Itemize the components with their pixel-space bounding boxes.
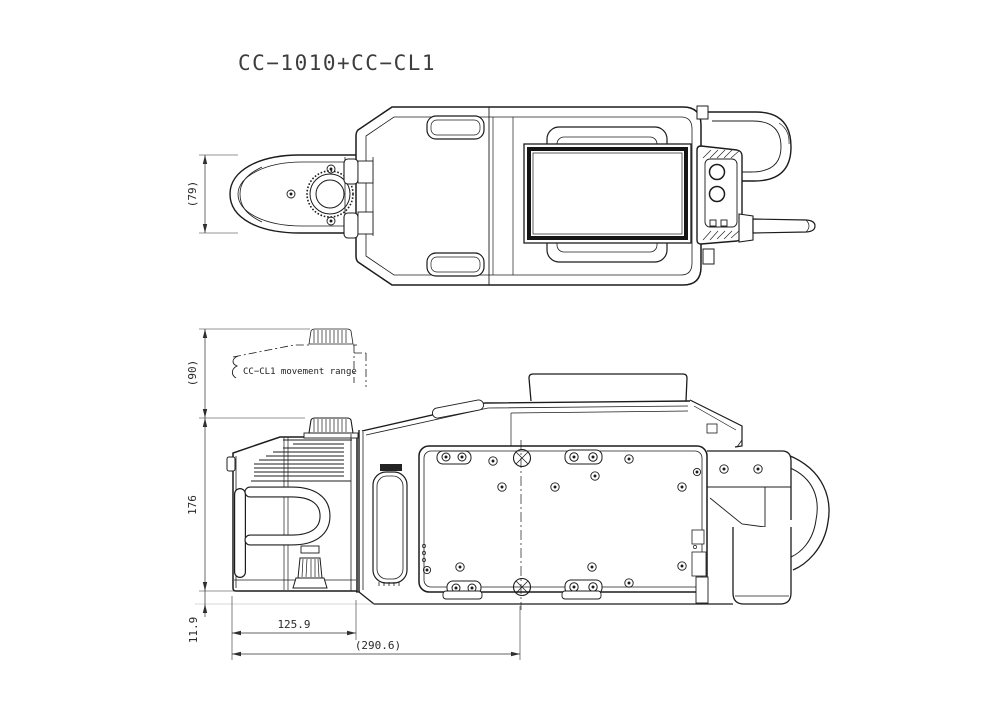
- dim-90-label: (90): [186, 360, 199, 387]
- dim-290-6-label: (290.6): [355, 639, 401, 652]
- cable-inner: [787, 466, 818, 558]
- leader-squiggle: [231, 355, 239, 379]
- clamp-screws-top-view: [286, 164, 336, 226]
- top-block: [528, 373, 688, 402]
- dim-79-label: (79): [186, 181, 199, 208]
- panel-button-1: [708, 163, 726, 181]
- edge-tab-bottom: [702, 248, 715, 265]
- panel-indicator-2: [720, 219, 728, 227]
- movement-range-phantom: CC−CL1 movement range: [231, 328, 367, 387]
- top-view-hinge: [343, 157, 374, 239]
- drawing-title: CC−1010+CC−CL1: [238, 51, 436, 75]
- deck-pad: [431, 399, 485, 419]
- top-view-clamp-hood: [229, 154, 356, 234]
- clamp-knob-knurl: [306, 170, 354, 218]
- front-slot: [372, 464, 408, 586]
- dimensions: (79) (90) 176 11.9 125.9: [186, 154, 521, 660]
- clamp-grip-channel: [244, 486, 331, 546]
- dim-176-label: 176: [186, 495, 199, 515]
- right-rig: [695, 450, 830, 605]
- panel-chamfer-hatch: [702, 149, 740, 241]
- dim-176: 176: [186, 418, 208, 591]
- cable-guard: [732, 527, 792, 605]
- clamp-left-lug: [226, 456, 236, 472]
- plate-main-screws: [512, 448, 532, 597]
- cable-outer: [787, 454, 830, 571]
- panel-button-2: [708, 185, 726, 203]
- clamp-lower-knob: [292, 545, 328, 589]
- plate-screws: [422, 454, 702, 588]
- dim-125-9-label: 125.9: [277, 618, 310, 631]
- top-view-antenna: [738, 213, 816, 243]
- panel-indicator-1: [709, 219, 717, 227]
- edge-tab-top: [696, 105, 709, 120]
- side-view-clamp: [226, 417, 359, 592]
- side-view-body: [356, 373, 830, 610]
- foot-pad-2: [561, 590, 602, 600]
- top-view-screen: [523, 126, 692, 263]
- top-view: [229, 105, 816, 286]
- lcd-screen: [523, 143, 692, 244]
- clamp-knob-side: [303, 417, 359, 439]
- dim-290-6: (290.6): [232, 639, 520, 657]
- dim-11-9-label: 11.9: [187, 617, 200, 644]
- dim-11-9: 11.9: [187, 591, 208, 644]
- rear-corner-block: [689, 399, 743, 448]
- underside: [356, 590, 733, 605]
- dim-79: (79): [186, 155, 208, 233]
- movement-range-label: CC−CL1 movement range: [243, 367, 357, 377]
- top-view-pads: [426, 115, 485, 277]
- side-view: CC−CL1 movement range: [226, 328, 830, 610]
- dim-90: (90): [186, 329, 208, 418]
- foot-pad-1: [442, 590, 483, 600]
- top-view-control-panel: [696, 145, 743, 245]
- mounting-plate: [418, 445, 708, 597]
- clamp-vents: [251, 439, 352, 482]
- dim-125-9: 125.9: [232, 618, 356, 636]
